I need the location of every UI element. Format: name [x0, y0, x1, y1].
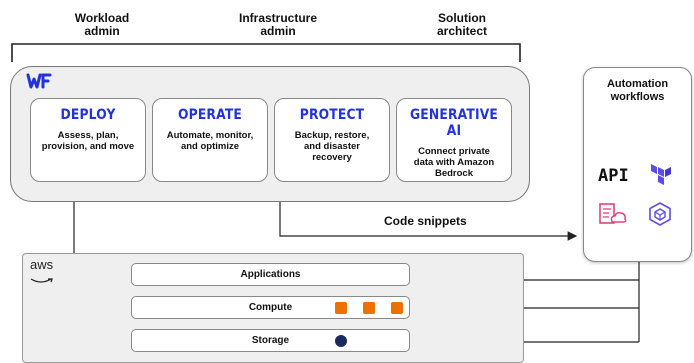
card-description: Assess, plan, provision, and move: [41, 130, 135, 152]
cube-icon: [648, 201, 672, 232]
card-operate[interactable]: OPERATE Automate, monitor, and optimize: [152, 98, 268, 182]
role-infrastructure-admin: Infrastructure admin: [238, 11, 318, 38]
document-cloud-icon: [598, 202, 628, 231]
api-icon: API: [598, 166, 629, 186]
compute-service-icon: [335, 302, 347, 314]
service-storage[interactable]: Storage: [131, 329, 410, 352]
card-description: Connect private data with Amazon Bedrock: [413, 146, 495, 179]
service-label: Storage: [251, 335, 290, 346]
compute-service-icon: [363, 302, 375, 314]
card-title: DEPLOY: [60, 107, 116, 123]
automation-title: Automation workflows: [606, 78, 669, 103]
service-compute[interactable]: Compute: [131, 296, 410, 319]
code-snippets-label: Code snippets: [384, 214, 467, 228]
compute-service-icon: [391, 302, 403, 314]
card-title: OPERATE: [177, 107, 243, 123]
card-generative-ai[interactable]: GENERATIVE AI Connect private data with …: [396, 98, 512, 182]
service-label: Compute: [248, 302, 293, 313]
storage-service-icon: [335, 335, 347, 347]
card-title: GENERATIVE AI: [409, 107, 499, 139]
card-deploy[interactable]: DEPLOY Assess, plan, provision, and move: [30, 98, 146, 182]
role-workload-admin: Workload admin: [74, 11, 130, 38]
service-label: Applications: [240, 269, 301, 280]
card-title: PROTECT: [299, 107, 365, 123]
terraform-icon: [650, 162, 672, 191]
automation-workflows-panel: Automation workflows API: [583, 67, 692, 262]
role-solution-architect: Solution architect: [436, 11, 488, 38]
code-snippets-line: [279, 202, 578, 241]
card-protect[interactable]: PROTECT Backup, restore, and disaster re…: [274, 98, 390, 182]
service-applications[interactable]: Applications: [131, 263, 410, 286]
card-description: Automate, monitor, and optimize: [166, 130, 254, 152]
card-description: Backup, restore, and disaster recovery: [294, 130, 370, 163]
aws-logo-text: aws: [30, 257, 54, 272]
aws-logo-icon: aws: [30, 258, 58, 289]
roles-bracket: [11, 43, 521, 62]
workload-factory-logo-icon: [26, 72, 52, 95]
